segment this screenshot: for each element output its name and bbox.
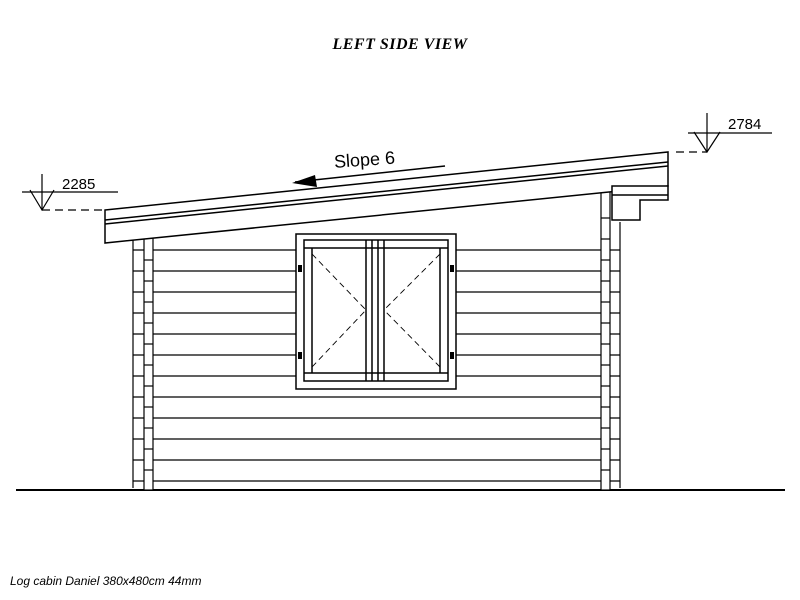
left-height-marker: [22, 174, 118, 212]
left-height-label: 2285: [62, 176, 95, 193]
window-opening-marks: [311, 253, 441, 368]
right-height-label: 2784: [728, 116, 761, 133]
sloped-roof: [104, 151, 669, 244]
slope-arrow: [292, 165, 446, 187]
window-hinges: [298, 265, 454, 359]
drawing-title: LEFT SIDE VIEW: [332, 36, 468, 53]
drawing-caption: Log cabin Daniel 380x480cm 44mm: [10, 574, 202, 588]
left-corner-post: [143, 235, 154, 491]
slope-label: Slope 6: [333, 148, 395, 172]
window: [295, 233, 457, 390]
right-height-marker: [676, 113, 772, 154]
right-corner-post: [600, 185, 611, 491]
